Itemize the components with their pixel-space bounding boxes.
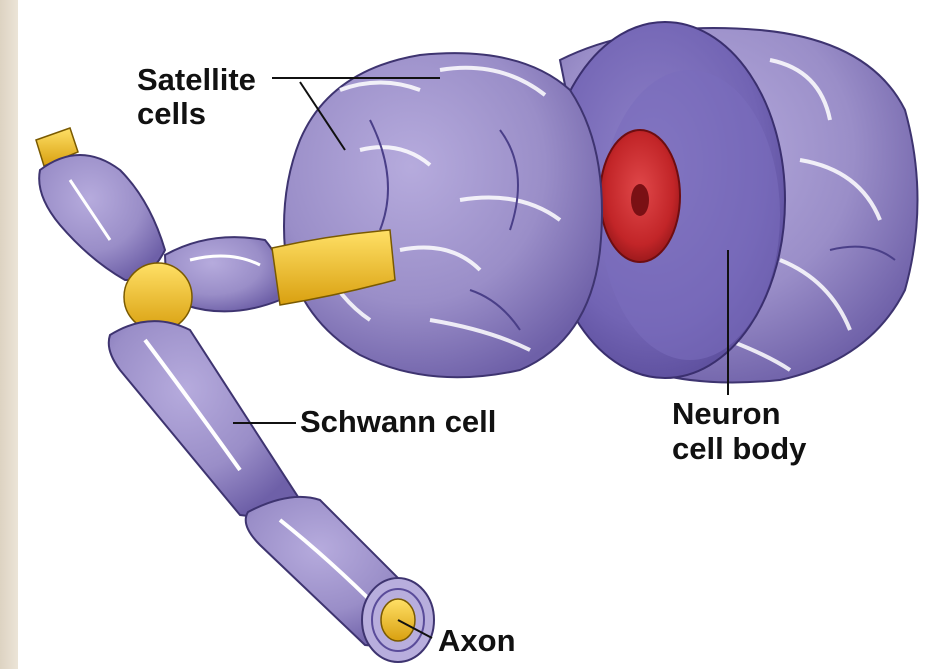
label-axon: Axon (438, 624, 516, 658)
schwann-cells-lower (109, 321, 434, 662)
label-schwann-cell: Schwann cell (300, 405, 496, 439)
satellite-cells-left (284, 53, 602, 377)
label-satellite-cells-line2: cells (137, 97, 206, 131)
label-satellite-cells-line1: Satellite (137, 63, 256, 97)
label-neuron-line2: cell body (672, 432, 806, 466)
label-neuron-line1: Neuron (672, 397, 781, 431)
nucleus (600, 130, 680, 262)
